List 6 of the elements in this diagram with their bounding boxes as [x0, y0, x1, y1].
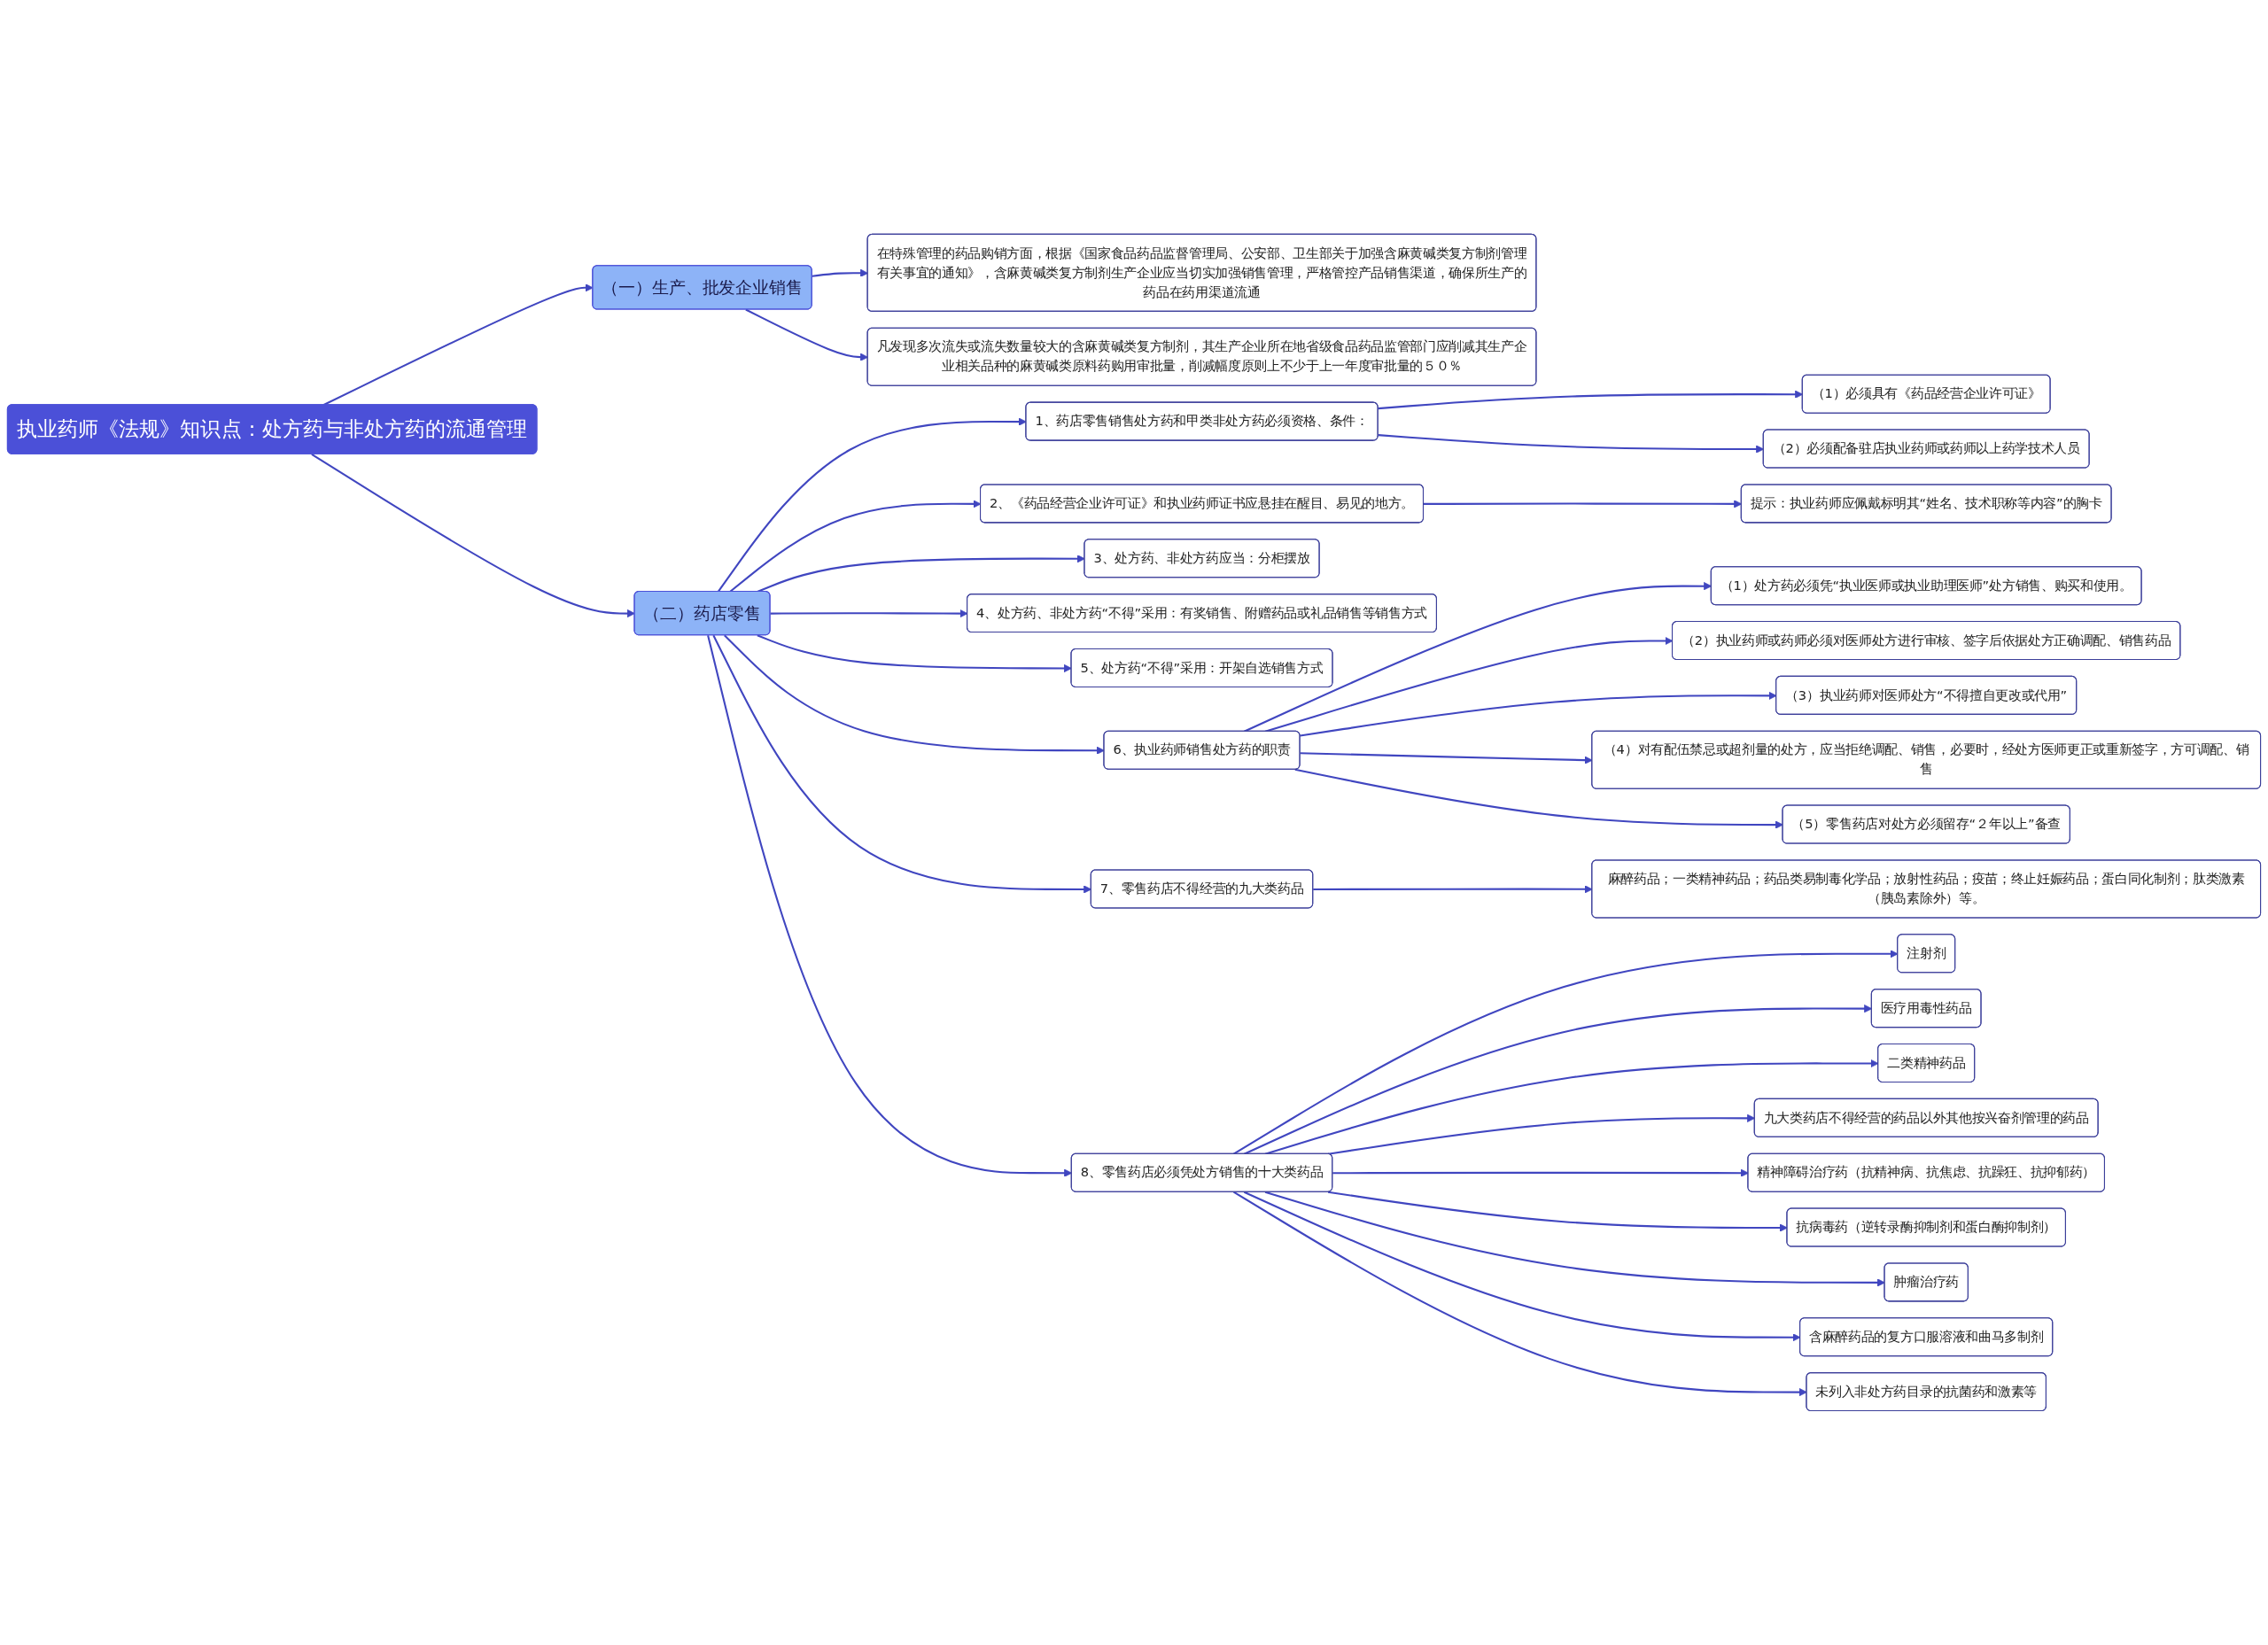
mind-map: 执业药师《法规》知识点：处方药与非处方药的流通管理 （一）生产、批发企业销售 在特殊管理的药品购销方面，根据《国家食品药品监督管理局、公安部、卫生部关于加强含麻黄碱类复方制剂管理有关事宜的通知》，含麻黄碱类复方制剂生产企业应当切实加强销售管理，严格管控产品销售渠道，确保所生产的药品在药用渠道流通 凡发现多次流失或流失数量较大的含麻黄碱类复方制剂，其生产企业所在地省级食品药品监管部门应削减其生产企业相关品种的麻黄碱类原料药购用审批量，削减幅度原则上不少于上一年度审批量的５０％ （二）药店零售 1、药店零售销售处方药和甲类非处方药必须资格、条件： （1）必须具有《药品经营企业许可证》 （2）必须配备驻店执业药师或药师以上药学技术人员 2、《药品经营企业许可证》和执业药师证书应悬挂在醒目、易见的地方。 提示：执业药师应佩戴标明其“姓名、技术职称等内容”的胸卡 3、处方药、非处方药应当：分柜摆放 4、处方药、非处方药“不得”采用：有奖销售、附赠药品或礼品销售等销售方式 5、处方药“不得”采用：开架自选销售方式 6、执业药师销售处方药的职责 （1）处方药必须凭“执业医师或执业助理医师”处方销售、购买和使用。 （2）执业药师或药师必须对医师处方进行审核、签字后依据处方正确调配、销售药品 （3）执业药师对医师处方“不得擅自更改或代用” （4）对有配伍禁忌或超剂量的处方，应当拒绝调配、销售，必要时，经处方医师更正或重新签字，方可调配、销售 （5）零售药店对处方必须留存“２年以上”备查 7、零售药店不得经营的九大类药品 麻醉药品；一类精神药品；药品类易制毒化学品；放射性药品；疫苗；终止妊娠药品；蛋白同化制剂；肽类激素（胰岛素除外）等。 8、零售药店必须凭处方销售的十大类药品 注射剂 医疗用毒性药品 二类精神药品 九大类药店不得经营的药品以外其他按兴奋剂管理的药品 精神障碍治疗药（抗精神病、抗焦虑、抗躁狂、抗抑郁药） 抗病毒药（逆转录酶抑制剂和蛋白酶抑制剂） 肿瘤治疗药 含麻醉药品的复方口服溶液和曲马多制剂 未列入非处方药目录的抗菌药和激素等 — [0, 227, 2268, 1418]
arrow — [1264, 1191, 1885, 1287]
arrow — [311, 453, 635, 618]
node-text: （2）执业药师或药师必须对医师处方进行审核、签字后依据处方正确调配、销售药品 — [1682, 632, 2171, 648]
arrow — [1294, 768, 1783, 829]
arrow — [757, 634, 1072, 673]
